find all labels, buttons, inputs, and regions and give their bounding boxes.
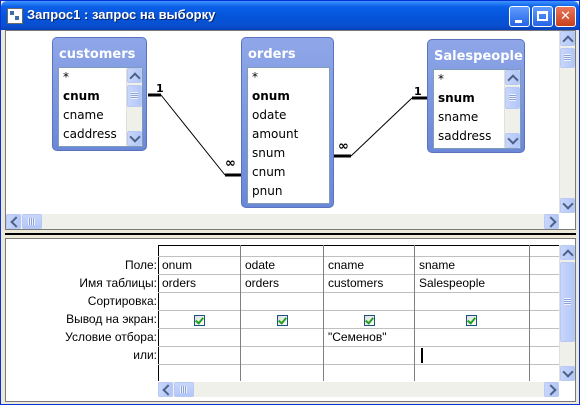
table-orders[interactable]: orders * onum odate amount snum cnum pnu…	[241, 37, 334, 208]
relation-one-label: 1	[414, 85, 422, 98]
field-item[interactable]: cnum	[252, 165, 286, 179]
table-orders-field-list[interactable]: * onum odate amount snum cnum pnun	[247, 67, 330, 204]
scroll-thumb[interactable]	[560, 262, 575, 342]
grid-horizontal-scrollbar[interactable]	[158, 382, 559, 397]
show-checkbox[interactable]	[194, 315, 205, 326]
vertical-scrollbar[interactable]	[504, 70, 520, 148]
grid-cell-field[interactable]: onum	[162, 258, 193, 272]
table-customers-title: customers	[59, 47, 136, 62]
query-design-grid[interactable]: onum orders odate orders cname customers…	[158, 245, 559, 381]
scroll-up-icon[interactable]	[505, 70, 520, 85]
grid-cell-table[interactable]: orders	[245, 276, 280, 290]
grid-vertical-scrollbar[interactable]	[559, 245, 575, 381]
row-label-or: или:	[133, 348, 157, 362]
pane-horizontal-scrollbar[interactable]	[6, 214, 559, 229]
row-label-show: Вывод на экран:	[66, 312, 157, 326]
scroll-down-icon[interactable]	[127, 131, 142, 146]
field-item[interactable]: cnum	[63, 89, 100, 103]
relationship-lines	[148, 93, 427, 177]
field-item[interactable]: snum	[438, 91, 475, 105]
grid-cell-field[interactable]: odate	[245, 258, 276, 272]
scroll-right-icon[interactable]	[544, 382, 559, 397]
field-item[interactable]: onum	[252, 89, 290, 103]
scroll-thumb[interactable]	[505, 87, 520, 109]
query-grid-pane[interactable]: Поле: Имя таблицы: Сортировка: Вывод на …	[5, 238, 576, 402]
field-item[interactable]: *	[63, 70, 69, 84]
row-label-criteria: Условие отбора:	[65, 330, 157, 344]
scroll-up-icon[interactable]	[560, 31, 575, 46]
scroll-thumb[interactable]	[22, 214, 42, 229]
scroll-thumb[interactable]	[127, 85, 142, 107]
table-salespeople[interactable]: Salespeople * snum sname saddress	[427, 39, 525, 153]
table-design-pane[interactable]: 1 ∞ ∞ 1 customers * cnum cname caddress …	[5, 30, 576, 230]
field-item[interactable]: sname	[438, 110, 479, 124]
scroll-thumb[interactable]	[174, 382, 194, 397]
maximize-button[interactable]	[532, 6, 553, 27]
scroll-down-icon[interactable]	[560, 198, 575, 213]
scroll-left-icon[interactable]	[6, 214, 21, 229]
table-customers[interactable]: customers * cnum cname caddress	[52, 37, 147, 151]
relation-line-customers-orders[interactable]	[160, 94, 226, 176]
relation-line-salespeople-orders[interactable]	[350, 97, 413, 157]
window-title: Запрос1 : запрос на выборку	[27, 7, 216, 22]
row-label-field: Поле:	[124, 258, 157, 272]
row-label-sort: Сортировка:	[87, 294, 157, 308]
grid-cell-field[interactable]: cname	[328, 258, 365, 272]
field-item[interactable]: caddress	[63, 127, 117, 141]
table-salespeople-title: Salespeople	[434, 49, 523, 64]
scroll-thumb[interactable]	[560, 48, 575, 68]
show-checkbox[interactable]	[466, 315, 477, 326]
close-icon: ✕	[560, 9, 571, 24]
pane-vertical-scrollbar[interactable]	[559, 31, 575, 213]
relation-one-label: 1	[156, 82, 164, 95]
grid-cell-field[interactable]: sname	[419, 258, 456, 272]
grid-cell-table[interactable]: Salespeople	[419, 276, 486, 290]
scroll-up-icon[interactable]	[127, 68, 142, 83]
query-icon[interactable]	[7, 8, 23, 24]
scroll-down-icon[interactable]	[560, 366, 575, 381]
field-item[interactable]: odate	[252, 108, 287, 122]
field-item[interactable]: cname	[63, 108, 104, 122]
field-item[interactable]: saddress	[438, 129, 492, 143]
field-item[interactable]: pnun	[252, 184, 283, 198]
text-caret	[421, 348, 423, 363]
row-label-table: Имя таблицы:	[79, 276, 157, 290]
table-salespeople-field-list[interactable]: * snum sname saddress	[433, 69, 521, 149]
title-bar[interactable]: Запрос1 : запрос на выборку ✕	[1, 1, 579, 30]
field-item[interactable]: *	[252, 70, 258, 84]
table-orders-title: orders	[248, 47, 296, 62]
minimize-button[interactable]	[509, 6, 530, 27]
field-item[interactable]: snum	[252, 146, 286, 160]
close-button[interactable]: ✕	[555, 6, 576, 27]
pane-splitter[interactable]	[5, 230, 576, 238]
grid-cell-table[interactable]: orders	[162, 276, 197, 290]
scroll-right-icon[interactable]	[544, 214, 559, 229]
table-customers-field-list[interactable]: * cnum cname caddress	[58, 67, 143, 147]
scroll-down-icon[interactable]	[505, 133, 520, 148]
relation-many-label: ∞	[338, 139, 349, 154]
field-item[interactable]: amount	[252, 127, 299, 141]
grid-cell-table[interactable]: customers	[328, 276, 384, 290]
show-checkbox[interactable]	[364, 315, 375, 326]
scroll-up-icon[interactable]	[560, 245, 575, 260]
scroll-left-icon[interactable]	[158, 382, 173, 397]
grid-lines	[158, 245, 559, 381]
relation-many-label: ∞	[225, 156, 236, 171]
field-item[interactable]: *	[438, 72, 444, 86]
show-checkbox[interactable]	[277, 315, 288, 326]
grid-cell-criteria[interactable]: "Семенов"	[328, 330, 387, 344]
vertical-scrollbar[interactable]	[126, 68, 142, 146]
